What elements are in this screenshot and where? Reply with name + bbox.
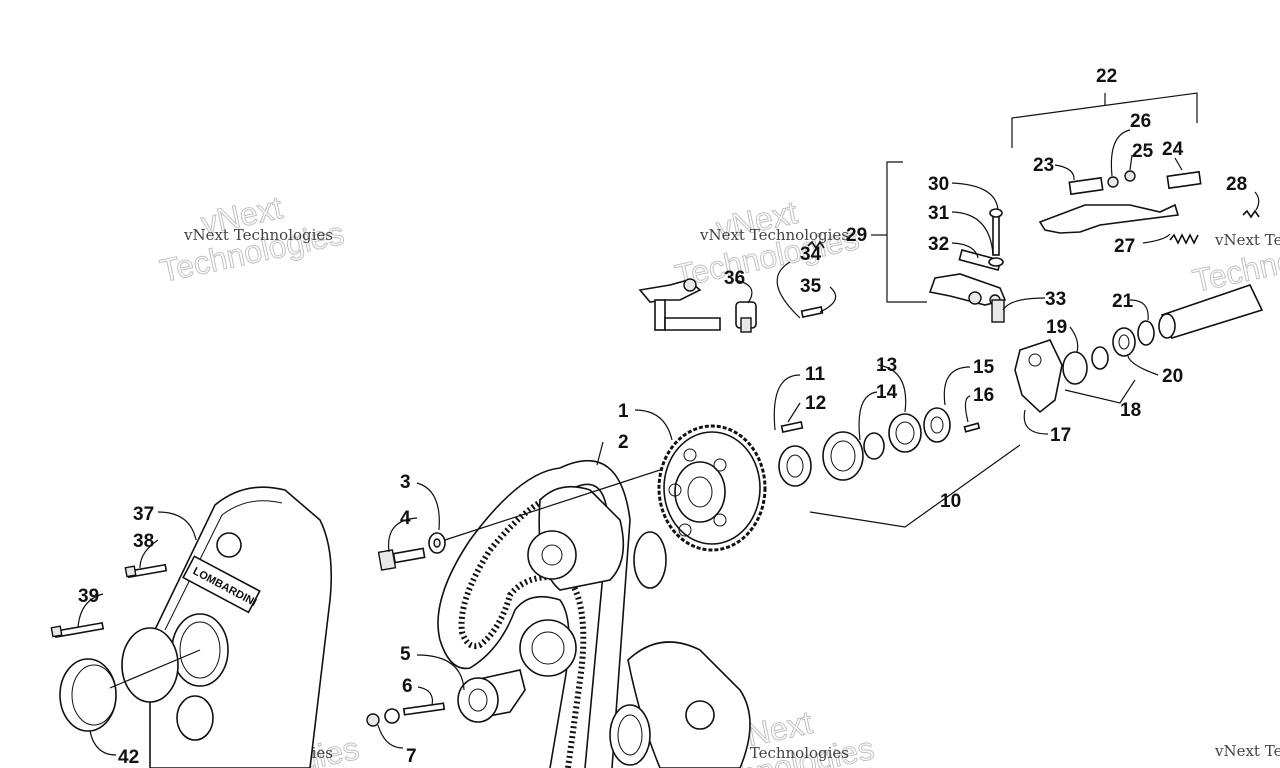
callout-11: 11: [805, 364, 826, 385]
callout-27: 27: [1114, 236, 1135, 257]
callout-4: 4: [400, 508, 411, 529]
spring-28: [1242, 209, 1260, 219]
timing-belt-cover: LOMBARDINI: [149, 486, 332, 768]
tensioner-stud: [384, 702, 446, 724]
nut-33: [991, 299, 1005, 323]
watermark-text: vNext Technologies: [1214, 742, 1280, 760]
callout-29: 29: [846, 225, 867, 246]
callout-23: 23: [1033, 155, 1054, 176]
callout-17: 17: [1050, 425, 1071, 446]
callout-labels: 1 2 3 4 5 6 7 10 11 12 13 14 15 16 17 18…: [78, 66, 1247, 768]
callout-37: 37: [133, 504, 154, 525]
cover-plug-42: [59, 658, 117, 732]
pulley-bolt: [377, 547, 426, 571]
callout-1: 1: [618, 401, 629, 422]
watermark-text: vNext Technologies: [1214, 231, 1280, 249]
callout-3: 3: [400, 472, 411, 493]
seal-ring-13: [888, 413, 922, 453]
watermark-text: vNext Technologies: [183, 226, 333, 244]
washer-31: [988, 257, 1004, 267]
screw-12: [780, 421, 804, 433]
callout-5: 5: [400, 644, 411, 665]
plate-15: [923, 407, 951, 443]
callout-7: 7: [406, 746, 417, 767]
watermark-text: vNext Technologies: [699, 226, 849, 244]
tensioner-nut: [366, 713, 380, 727]
oil-pump-housing: [609, 641, 751, 768]
control-lever-assembly: [638, 278, 721, 331]
callout-14: 14: [876, 382, 898, 403]
cover-bolt-39: [50, 621, 105, 639]
callout-36: 36: [724, 268, 745, 289]
screw-35: [800, 306, 824, 318]
cover-bolt-38: [124, 563, 168, 579]
belt-tensioner: [457, 669, 526, 723]
callout-32: 32: [928, 234, 949, 255]
water-pump-housing: [527, 485, 667, 591]
flange-13: [822, 431, 864, 481]
leader-lines: [77, 129, 1260, 756]
o-ring-14: [863, 432, 885, 460]
callout-38: 38: [133, 531, 154, 552]
cover-cap-large: [121, 627, 179, 703]
pulley-washer: [428, 532, 446, 554]
callout-33: 33: [1045, 289, 1066, 310]
callout-30: 30: [928, 174, 949, 195]
spacer-20: [1112, 327, 1136, 357]
callout-2: 2: [618, 432, 629, 453]
callout-42: 42: [118, 747, 139, 768]
callout-10: 10: [940, 491, 961, 512]
cover-logo-plate: [182, 555, 261, 614]
bearing-19: [1062, 346, 1109, 385]
callout-19: 19: [1046, 317, 1067, 338]
camshaft-pulley: [657, 424, 767, 552]
spring-34: [807, 240, 825, 250]
callout-21: 21: [1112, 291, 1134, 312]
callout-6: 6: [402, 676, 413, 697]
governor-sleeve: [1158, 284, 1264, 339]
callout-35: 35: [800, 276, 822, 297]
spring-27: [1169, 233, 1199, 245]
shaft-seal-11: [778, 445, 812, 487]
callout-31: 31: [928, 203, 950, 224]
solenoid-36: [735, 301, 757, 333]
callout-15: 15: [973, 357, 995, 378]
governor-weights-17: [1014, 339, 1063, 414]
callout-12: 12: [805, 393, 826, 414]
callout-16: 16: [973, 385, 994, 406]
callout-22: 22: [1096, 66, 1117, 87]
lower-sprocket: [519, 619, 577, 677]
callout-28: 28: [1226, 174, 1247, 195]
callout-18: 18: [1120, 400, 1141, 421]
screw-16: [963, 422, 981, 433]
callout-20: 20: [1162, 366, 1183, 387]
callout-25: 25: [1132, 141, 1154, 162]
callout-26: 26: [1130, 111, 1151, 132]
lever-bracket-22: [1038, 170, 1202, 234]
callout-34: 34: [800, 244, 822, 265]
screw-30: [989, 208, 1003, 256]
callout-24: 24: [1162, 139, 1184, 160]
callout-13: 13: [876, 355, 897, 376]
washer-21: [1137, 320, 1155, 346]
callout-39: 39: [78, 586, 99, 607]
